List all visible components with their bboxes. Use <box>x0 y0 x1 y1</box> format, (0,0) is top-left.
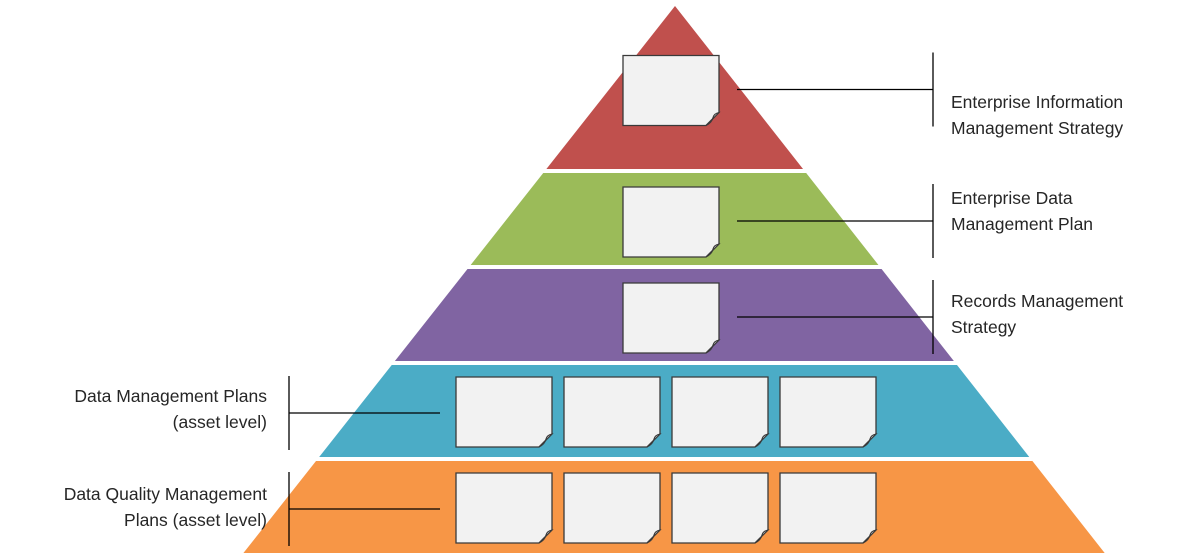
leader-line-records-management-strategy <box>737 280 934 354</box>
label-line: Data Quality Management <box>63 484 267 504</box>
label-line: Data Management Plans <box>74 386 267 406</box>
leader-line-enterprise-information-management-strategy <box>737 52 934 127</box>
label-line: Management Plan <box>951 214 1094 234</box>
page-curl-icon <box>455 472 554 544</box>
leader-line-enterprise-data-management-plan <box>737 184 934 258</box>
label-line: Enterprise Data <box>951 188 1073 208</box>
page-curl-icon <box>622 282 721 354</box>
page-curl-icon <box>455 376 554 448</box>
tier-label-enterprise-information-management-strategy: Enterprise Information Management Strate… <box>951 89 1123 141</box>
label-line: Enterprise Information <box>951 92 1124 112</box>
tier-label-data-management-plans: Data Management Plans (asset level) <box>74 383 267 435</box>
label-line: Strategy <box>951 317 1017 337</box>
page-curl-icon <box>779 472 878 544</box>
leader-line-data-management-plans-asset-level <box>288 376 440 450</box>
page-curl-icon <box>671 472 770 544</box>
label-line: Records Management <box>951 291 1124 311</box>
page-curl-icon <box>622 186 721 258</box>
tier-label-records-management-strategy: Records Management Strategy <box>951 288 1123 340</box>
tier-label-data-quality-management-plans: Data Quality Management Plans (asset lev… <box>64 481 267 533</box>
page-curl-icon <box>563 376 662 448</box>
label-line: (asset level) <box>172 412 267 432</box>
label-line: Management Strategy <box>951 118 1124 138</box>
label-line: Plans (asset level) <box>124 510 267 530</box>
leader-line-data-quality-management-plans-asset-level <box>288 472 440 546</box>
page-curl-icon <box>622 54 721 127</box>
tier-label-enterprise-data-management-plan: Enterprise Data Management Plan <box>951 185 1093 237</box>
leader-lines <box>288 52 934 546</box>
page-curl-icon <box>779 376 878 448</box>
page-curl-icon <box>671 376 770 448</box>
page-curl-icon <box>563 472 662 544</box>
document-icons <box>455 54 878 544</box>
